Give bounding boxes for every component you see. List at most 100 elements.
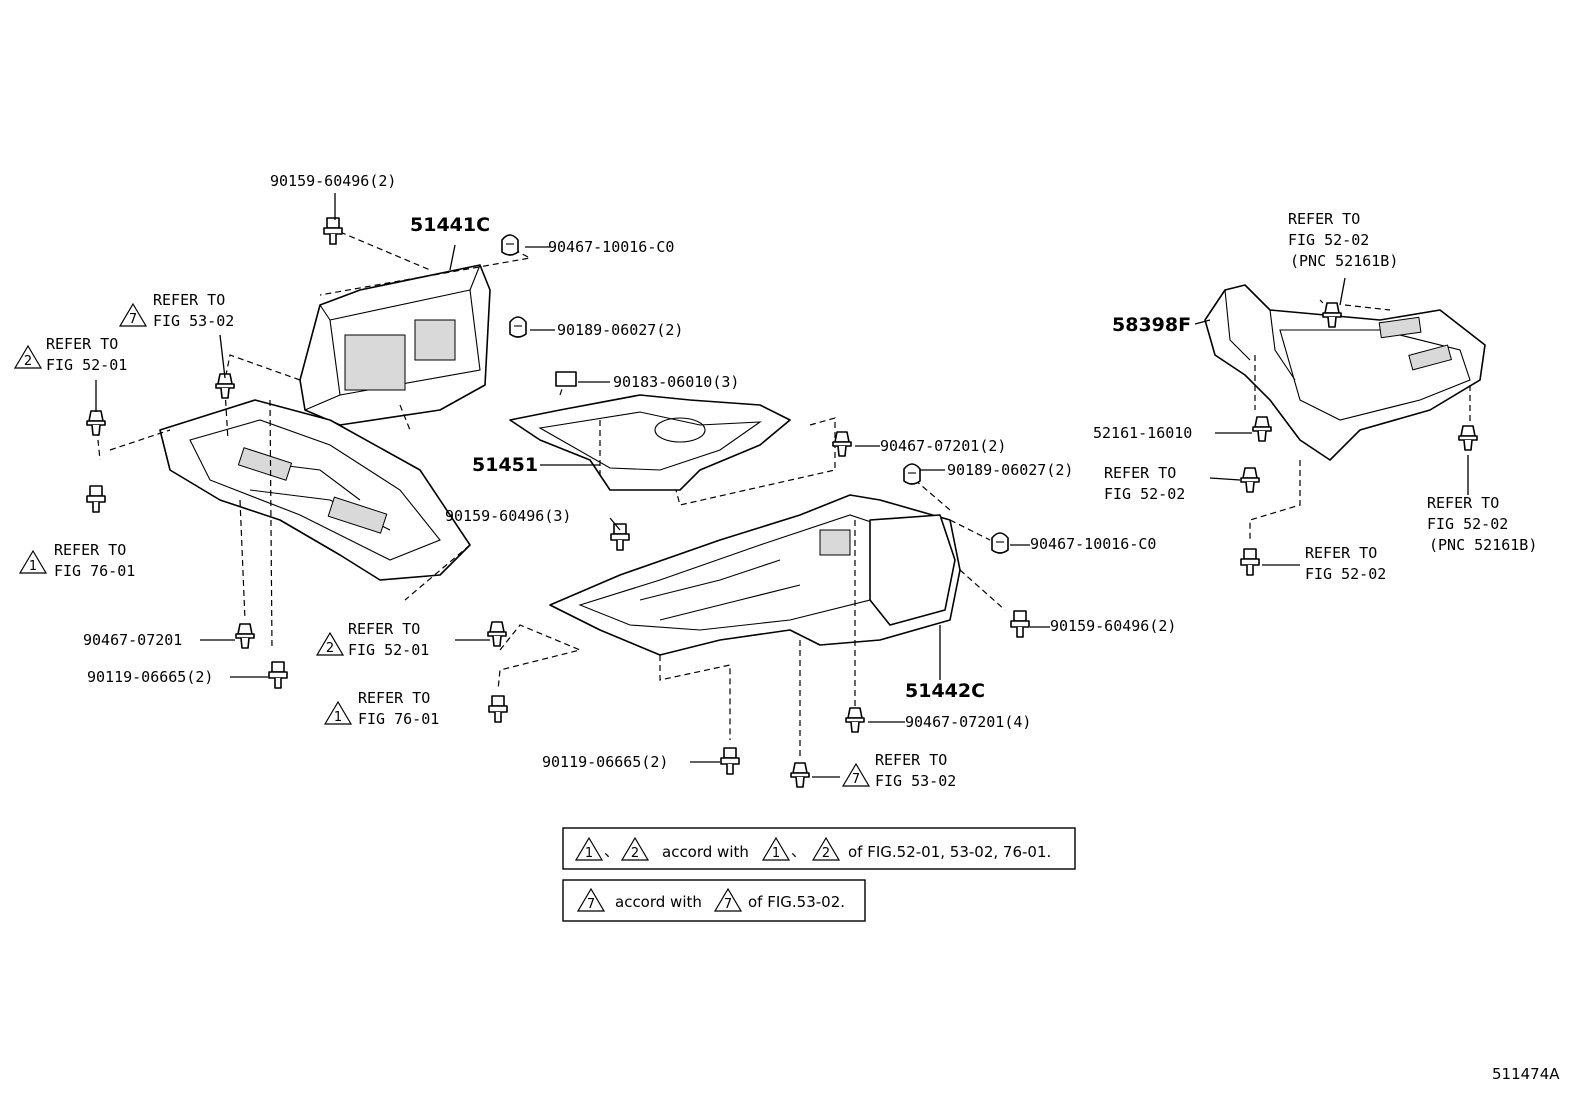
svg-text:REFER TO: REFER TO [875, 751, 947, 769]
bolt-icon [323, 217, 343, 245]
label-90159-60496-3: 90159-60496(3) [445, 507, 571, 525]
pin-icon [1240, 467, 1260, 493]
part-51451-drawing [509, 394, 791, 491]
svg-text:FIG 52-02: FIG 52-02 [1104, 485, 1185, 503]
nut-icon [555, 371, 577, 387]
label-90189-06027-right: 90189-06027(2) [947, 461, 1073, 479]
svg-text:FIG 76-01: FIG 76-01 [54, 562, 135, 580]
svg-text:REFER TO: REFER TO [1288, 210, 1360, 228]
svg-text:(PNC 52161B): (PNC 52161B) [1290, 252, 1398, 270]
bolt-icon [720, 747, 740, 775]
pin-icon [832, 431, 852, 457]
svg-text:FIG 52-01: FIG 52-01 [348, 641, 429, 659]
part-58398f-drawing [1204, 284, 1486, 461]
label-52161-16010: 52161-16010 [1093, 424, 1192, 442]
bolt-icon [1010, 610, 1030, 638]
svg-text:1: 1 [585, 846, 593, 861]
assembly-dashed-lines [95, 231, 1471, 760]
svg-text:7: 7 [724, 897, 732, 912]
bolt-icon [1240, 548, 1260, 576]
svg-text:7: 7 [587, 897, 595, 912]
svg-text:REFER TO: REFER TO [1305, 544, 1377, 562]
label-90467-07201-4: 90467-07201(4) [905, 713, 1031, 731]
bolt-icon [86, 485, 106, 513]
svg-text:of FIG.53-02.: of FIG.53-02. [748, 893, 845, 911]
label-90467-10016-c0-right: 90467-10016-C0 [1030, 535, 1156, 553]
ref-fig-76-01-mid: 1 REFER TO FIG 76-01 [324, 689, 439, 728]
label-58398f: 58398F [1112, 314, 1191, 336]
svg-text:REFER TO: REFER TO [153, 291, 225, 309]
ref-fig-52-02-bottom-right: REFER TO FIG 52-02 [1305, 544, 1386, 583]
note-accord-7: 7 accord with 7 of FIG.53-02. [562, 879, 866, 922]
label-90183-06010: 90183-06010(3) [613, 373, 739, 391]
svg-text:、: 、 [604, 842, 619, 860]
pin-icon [845, 707, 865, 733]
ref-fig-52-02-far-right: REFER TO FIG 52-02 (PNC 52161B) [1427, 494, 1537, 554]
label-51442c: 51442C [905, 680, 985, 702]
label-90467-10016-c0: 90467-10016-C0 [548, 238, 674, 256]
svg-text:FIG 52-02: FIG 52-02 [1288, 231, 1369, 249]
svg-text:of FIG.52-01, 53-02, 76-01.: of FIG.52-01, 53-02, 76-01. [848, 843, 1051, 861]
pin-icon [235, 623, 255, 649]
pin-icon [1252, 416, 1272, 442]
leader-lines [95, 193, 1469, 778]
ref-fig-52-01-mid: 2 REFER TO FIG 52-01 [316, 620, 429, 659]
svg-text:FIG 53-02: FIG 53-02 [153, 312, 234, 330]
ref-fig-53-02-top: 7 REFER TO FIG 53-02 [119, 291, 234, 330]
figure-id: 511474A [1492, 1065, 1560, 1083]
ref-fig-76-01-left: 1 REFER TO FIG 76-01 [19, 541, 135, 580]
label-90119-06665-mid: 90119-06665(2) [542, 753, 668, 771]
svg-text:2: 2 [631, 846, 639, 861]
part-51441c-drawing [299, 264, 491, 426]
clip-icon [509, 316, 527, 338]
label-90159-60496-right: 90159-60496(2) [1050, 617, 1176, 635]
svg-text:7: 7 [129, 312, 137, 327]
label-90189-06027: 90189-06027(2) [557, 321, 683, 339]
pin-icon [86, 410, 106, 436]
svg-text:1: 1 [334, 710, 342, 725]
svg-text:、: 、 [791, 842, 806, 860]
clip-icon [501, 234, 519, 256]
bolt-icon [488, 695, 508, 723]
svg-text:REFER TO: REFER TO [358, 689, 430, 707]
label-90159-60496: 90159-60496(2) [270, 172, 396, 190]
ref-fig-52-02-mid-right: REFER TO FIG 52-02 [1104, 464, 1185, 503]
svg-text:1: 1 [772, 846, 780, 861]
ref-fig-53-02-bottom: 7 REFER TO FIG 53-02 [842, 751, 956, 790]
label-90119-06665-left: 90119-06665(2) [87, 668, 213, 686]
svg-text:REFER TO: REFER TO [46, 335, 118, 353]
svg-text:FIG 52-02: FIG 52-02 [1427, 515, 1508, 533]
pin-icon [487, 621, 507, 647]
svg-text:accord with: accord with [662, 843, 749, 861]
svg-text:REFER TO: REFER TO [54, 541, 126, 559]
note-accord-1-2: 1 、 2 accord with 1 、 2 of FIG.52-01, 53… [562, 827, 1076, 870]
part-51442c-drawing [549, 494, 961, 656]
svg-text:REFER TO: REFER TO [1427, 494, 1499, 512]
svg-text:accord with: accord with [615, 893, 702, 911]
svg-text:FIG 52-01: FIG 52-01 [46, 356, 127, 374]
label-51451: 51451 [472, 454, 538, 476]
pin-icon [790, 762, 810, 788]
fasteners [86, 217, 1478, 788]
ref-fig-52-02-top-right: REFER TO FIG 52-02 (PNC 52161B) [1288, 210, 1398, 270]
svg-text:2: 2 [326, 641, 334, 656]
bolt-icon [268, 661, 288, 689]
clip-icon [903, 463, 921, 485]
clip-icon [991, 532, 1009, 554]
svg-text:1: 1 [29, 559, 37, 574]
svg-text:FIG 52-02: FIG 52-02 [1305, 565, 1386, 583]
svg-text:7: 7 [852, 772, 860, 787]
svg-text:FIG 76-01: FIG 76-01 [358, 710, 439, 728]
svg-text:FIG 53-02: FIG 53-02 [875, 772, 956, 790]
svg-text:2: 2 [24, 354, 32, 369]
label-90467-07201-2: 90467-07201(2) [880, 437, 1006, 455]
left-under-cover-drawing [159, 399, 471, 581]
label-51441c: 51441C [410, 214, 490, 236]
bolt-icon [610, 523, 630, 551]
label-90467-07201: 90467-07201 [83, 631, 182, 649]
svg-text:REFER TO: REFER TO [1104, 464, 1176, 482]
svg-text:(PNC 52161B): (PNC 52161B) [1429, 536, 1537, 554]
svg-text:REFER TO: REFER TO [348, 620, 420, 638]
pin-icon [1458, 425, 1478, 451]
